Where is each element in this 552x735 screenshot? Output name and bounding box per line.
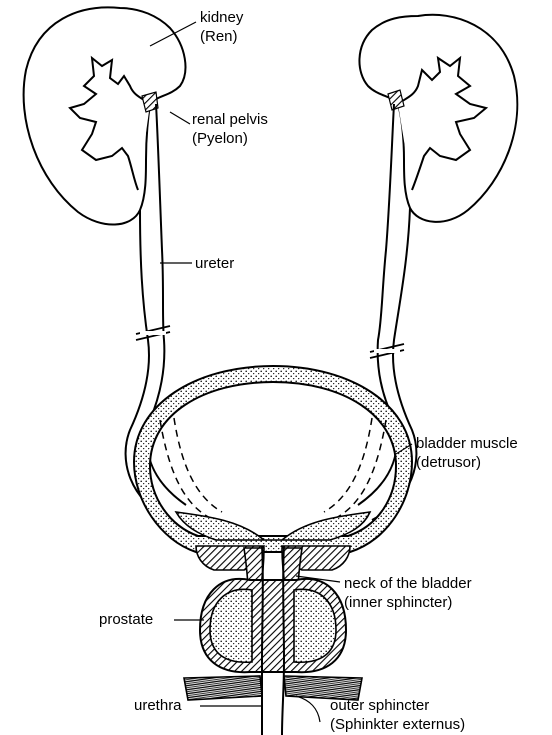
label-renal-pelvis: renal pelvis (Pyelon)	[192, 110, 268, 148]
intramural-ureter-dashed	[160, 418, 386, 520]
label-ureter: ureter	[195, 254, 234, 273]
leader-renal-pelvis	[170, 112, 190, 124]
label-urethra: urethra	[134, 696, 182, 715]
label-neck-of-bladder: neck of the bladder (inner sphincter)	[344, 574, 472, 612]
left-ureter-break	[136, 326, 170, 340]
prostate-gland	[200, 579, 346, 672]
bladder-wall	[134, 366, 412, 552]
leader-outer-sphincter	[296, 696, 320, 722]
label-prostate: prostate	[99, 610, 153, 629]
label-outer-sphincter: outer sphincter (Sphinkter externus)	[330, 696, 465, 734]
label-bladder-muscle: bladder muscle (detrusor)	[416, 434, 518, 472]
label-kidney: kidney (Ren)	[200, 8, 243, 46]
right-ureter-break	[370, 344, 404, 358]
